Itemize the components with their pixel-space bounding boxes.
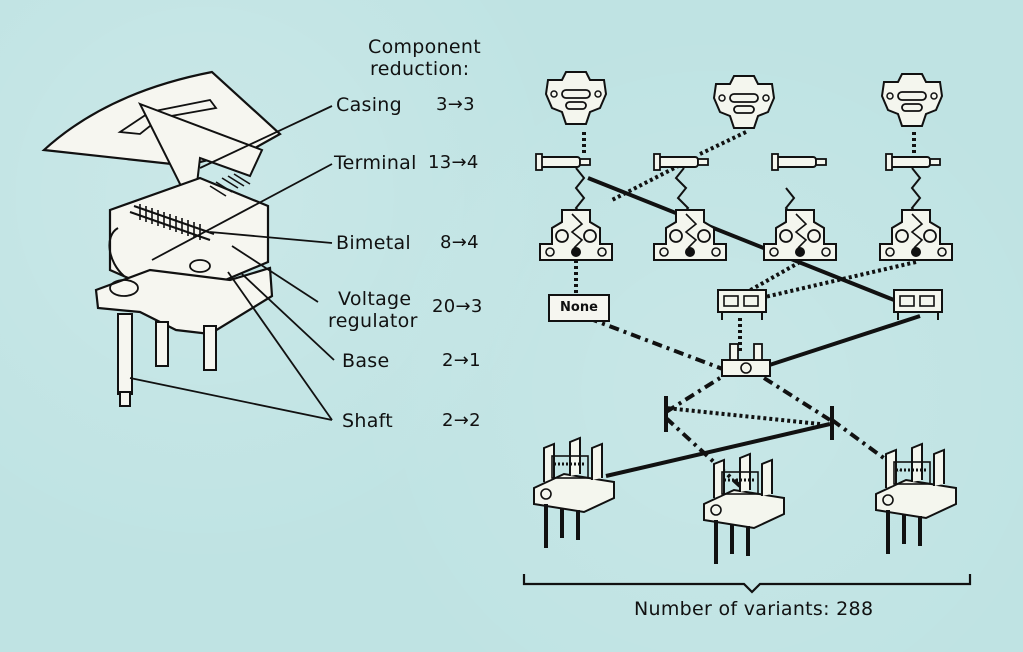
terminal-variant-3 xyxy=(772,154,826,170)
component-reduction-shaft: 2→2 xyxy=(442,410,481,431)
heading-line2: reduction: xyxy=(370,58,469,80)
final-assembly-1 xyxy=(534,438,614,548)
casing-variant-1 xyxy=(546,72,606,124)
heading-line1: Component xyxy=(368,36,481,58)
final-assembly-2 xyxy=(704,454,784,564)
final-assembly-3 xyxy=(876,444,956,554)
terminal-variant-2 xyxy=(654,154,708,170)
component-reduction-voltage-regulator: 20→3 xyxy=(432,296,483,317)
variants-bracket xyxy=(524,574,970,592)
shaft-markers xyxy=(666,396,832,440)
variants-count-label: Number of variants: 288 xyxy=(634,598,873,620)
terminal-variant-4 xyxy=(886,154,940,170)
component-name-terminal: Terminal xyxy=(334,152,417,174)
component-name-regulator: regulator xyxy=(328,310,418,332)
component-name-base: Base xyxy=(342,350,389,372)
component-reduction-casing: 3→3 xyxy=(436,94,475,115)
bimetal-variant-3 xyxy=(764,210,836,260)
component-name-shaft: Shaft xyxy=(342,410,393,432)
none-box: None xyxy=(548,294,610,322)
component-name-voltage: Voltage xyxy=(338,288,411,310)
bimetal-variant-1 xyxy=(540,210,612,260)
base-variant xyxy=(722,344,770,376)
component-name-casing: Casing xyxy=(336,94,402,116)
terminal-variant-1 xyxy=(536,154,590,170)
casing-variant-3 xyxy=(882,74,942,126)
bimetal-variant-2 xyxy=(654,210,726,260)
regulator-variant-1 xyxy=(718,290,766,320)
component-reduction-base: 2→1 xyxy=(442,350,481,371)
terminal-bimetal-links xyxy=(576,168,920,258)
component-reduction-terminal: 13→4 xyxy=(428,152,479,173)
casing-variant-2 xyxy=(714,76,774,128)
component-reduction-bimetal: 8→4 xyxy=(440,232,479,253)
component-name-bimetal: Bimetal xyxy=(336,232,411,254)
bimetal-variant-4 xyxy=(880,210,952,260)
exploded-assembly-drawing xyxy=(44,72,280,406)
